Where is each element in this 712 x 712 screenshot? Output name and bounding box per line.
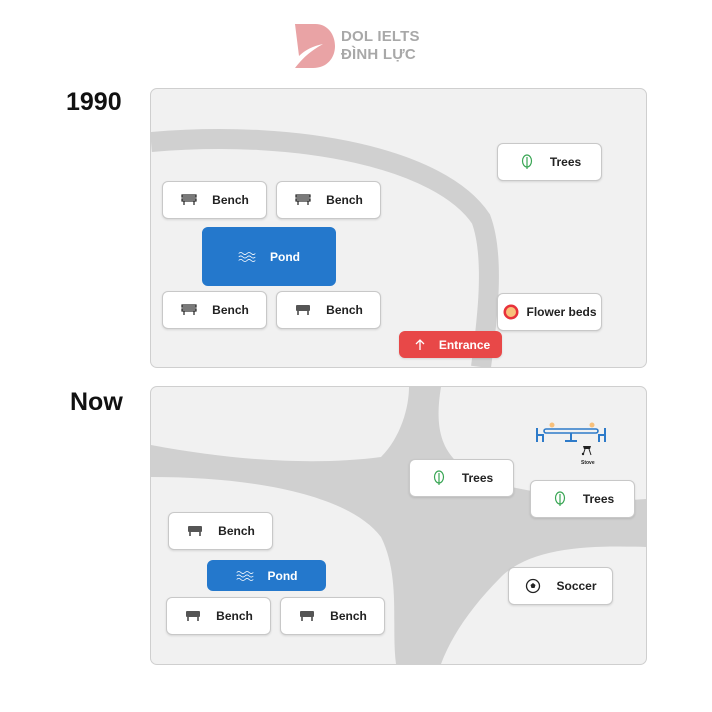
bench-card: Bench <box>280 597 385 635</box>
dol-ielts-logo: DOL IELTS ĐÌNH LỰC <box>293 22 433 70</box>
arrow-up-icon <box>411 336 429 354</box>
logo-text: DOL IELTS ĐÌNH LỰC <box>341 28 420 63</box>
map-1990-panel: Bench Bench Pond Bench Bench Trees Flowe… <box>150 88 647 368</box>
picnic-table-stove-icon <box>536 422 606 456</box>
bench-card: Bench <box>276 181 381 219</box>
bench-icon <box>186 522 204 540</box>
trees-card: Trees <box>497 143 602 181</box>
bench-icon <box>184 607 202 625</box>
bench-card: Bench <box>166 597 271 635</box>
leaf-icon <box>551 490 569 508</box>
water-waves-icon <box>235 567 254 585</box>
entrance-marker: Entrance <box>399 331 502 358</box>
leaf-icon <box>430 469 448 487</box>
dol-logo-mark-icon <box>295 24 335 68</box>
flower-beds-card: Flower beds <box>497 293 602 331</box>
water-waves-icon <box>238 248 256 266</box>
bench-card: Bench <box>168 512 273 550</box>
trees-card: Trees <box>530 480 635 518</box>
road-paths <box>151 129 499 367</box>
soccer-ball-icon <box>524 577 542 595</box>
bench-icon <box>180 301 198 319</box>
bench-card: Bench <box>162 181 267 219</box>
pond-card: Pond <box>207 560 326 591</box>
road-paths <box>151 387 646 664</box>
bench-icon <box>298 607 316 625</box>
bench-card: Bench <box>162 291 267 329</box>
pond-card: Pond <box>202 227 336 286</box>
soccer-card: Soccer <box>508 567 613 605</box>
stove-label: Stove <box>581 460 595 466</box>
map-1990-label: 1990 <box>66 88 122 116</box>
bench-card: Bench <box>276 291 381 329</box>
flower-icon <box>502 303 520 321</box>
map-now-panel: Bench Pond Bench Bench Trees Trees Socce… <box>150 386 647 665</box>
bench-icon <box>294 191 312 209</box>
map-now-label: Now <box>70 388 123 416</box>
bench-icon <box>294 301 312 319</box>
leaf-icon <box>518 153 536 171</box>
bench-icon <box>180 191 198 209</box>
trees-card: Trees <box>409 459 514 497</box>
picnic-table-stove: Stove <box>535 422 607 470</box>
